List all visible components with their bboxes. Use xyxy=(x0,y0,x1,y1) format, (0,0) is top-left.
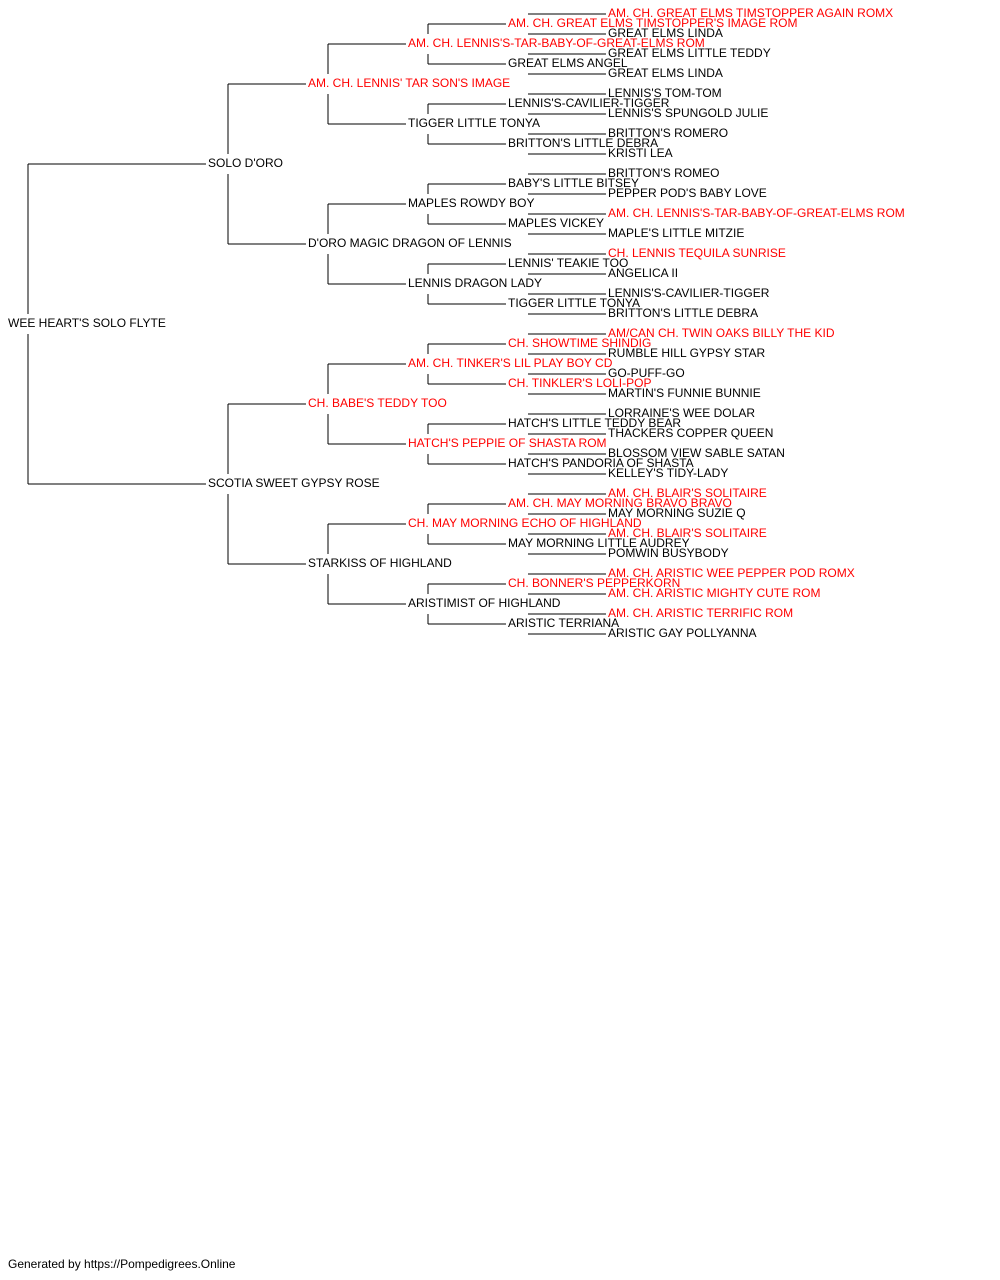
ancestor-name: PEPPER POD'S BABY LOVE xyxy=(608,186,767,200)
ancestor-name: LORRAINE'S WEE DOLAR xyxy=(608,406,755,420)
footer-credit: Generated by https://Pompedigrees.Online xyxy=(8,1257,236,1271)
ancestor-name: AM. CH. BLAIR'S SOLITAIRE xyxy=(608,526,767,540)
ancestor-name: KRISTI LEA xyxy=(608,146,673,160)
ancestor-name: BRITTON'S ROMEO xyxy=(608,166,719,180)
ancestor-name: TIGGER LITTLE TONYA xyxy=(408,116,540,130)
ancestor-name: STARKISS OF HIGHLAND xyxy=(308,556,452,570)
connector-lines xyxy=(27,13,606,635)
ancestor-name: AM. CH. ARISTIC WEE PEPPER POD ROMX xyxy=(608,566,855,580)
ancestor-name: LENNIS' TEAKIE TOO xyxy=(508,256,628,270)
ancestor-name: BRITTON'S LITTLE DEBRA xyxy=(608,306,758,320)
ancestor-name: BRITTON'S ROMERO xyxy=(608,126,728,140)
ancestor-name: AM. CH. ARISTIC TERRIFIC ROM xyxy=(608,606,793,620)
ancestor-name: BRITTON'S LITTLE DEBRA xyxy=(508,136,658,150)
ancestor-name: CH. SHOWTIME SHINDIG xyxy=(508,336,651,350)
ancestor-name: LENNIS'S SPUNGOLD JULIE xyxy=(608,106,768,120)
ancestor-name: WEE HEART'S SOLO FLYTE xyxy=(8,316,166,330)
ancestor-name: THACKERS COPPER QUEEN xyxy=(608,426,773,440)
ancestor-name: ARISTIC GAY POLLYANNA xyxy=(608,626,757,640)
ancestor-name: AM. CH. MAY MORNING BRAVO BRAVO xyxy=(508,496,732,510)
ancestor-name: AM. CH. TINKER'S LIL PLAY BOY CD xyxy=(408,356,613,370)
ancestor-name: ANGELICA II xyxy=(608,266,678,280)
ancestor-name: LENNIS'S-CAVILIER-TIGGER xyxy=(508,96,670,110)
ancestor-name: AM. CH. LENNIS'S-TAR-BABY-OF-GREAT-ELMS … xyxy=(608,206,905,220)
ancestor-name: AM. CH. ARISTIC MIGHTY CUTE ROM xyxy=(608,586,820,600)
ancestor-name: AM. CH. BLAIR'S SOLITAIRE xyxy=(608,486,767,500)
ancestor-name: BLOSSOM VIEW SABLE SATAN xyxy=(608,446,785,460)
ancestor-name: HATCH'S PANDORIA OF SHASTA xyxy=(508,456,694,470)
ancestor-name: GO-PUFF-GO xyxy=(608,366,685,380)
ancestor-name: GREAT ELMS LINDA xyxy=(608,26,723,40)
ancestor-name: TIGGER LITTLE TONYA xyxy=(508,296,640,310)
ancestor-name: MAPLE'S LITTLE MITZIE xyxy=(608,226,744,240)
ancestor-name: LENNIS'S TOM-TOM xyxy=(608,86,722,100)
ancestor-labels: AM. CH. GREAT ELMS TIMSTOPPER AGAIN ROMX… xyxy=(8,6,905,640)
ancestor-name: CH. BABE'S TEDDY TOO xyxy=(308,396,447,410)
ancestor-name: ARISTIMIST OF HIGHLAND xyxy=(408,596,561,610)
ancestor-name: KELLEY'S TIDY-LADY xyxy=(608,466,728,480)
ancestor-name: BABY'S LITTLE BITSEY xyxy=(508,176,639,190)
ancestor-name: HATCH'S LITTLE TEDDY BEAR xyxy=(508,416,681,430)
ancestor-name: AM. CH. LENNIS'S-TAR-BABY-OF-GREAT-ELMS … xyxy=(408,36,705,50)
ancestor-name: GREAT ELMS LITTLE TEDDY xyxy=(608,46,771,60)
ancestor-name: LENNIS'S-CAVILIER-TIGGER xyxy=(608,286,770,300)
ancestor-name: D'ORO MAGIC DRAGON OF LENNIS xyxy=(308,236,512,250)
ancestor-name: POMWIN BUSYBODY xyxy=(608,546,729,560)
ancestor-name: CH. BONNER'S PEPPERKORN xyxy=(508,576,680,590)
ancestor-name: CH. TINKLER'S LOLI-POP xyxy=(508,376,651,390)
ancestor-name: MAPLES VICKEY xyxy=(508,216,604,230)
ancestor-name: AM. CH. GREAT ELMS TIMSTOPPER'S IMAGE RO… xyxy=(508,16,797,30)
ancestor-name: HATCH'S PEPPIE OF SHASTA ROM xyxy=(408,436,607,450)
ancestor-name: SCOTIA SWEET GYPSY ROSE xyxy=(208,476,380,490)
ancestor-name: CH. MAY MORNING ECHO OF HIGHLAND xyxy=(408,516,642,530)
ancestor-name: MAPLES ROWDY BOY xyxy=(408,196,534,210)
ancestor-name: MAY MORNING LITTLE AUDREY xyxy=(508,536,690,550)
ancestor-name: LENNIS DRAGON LADY xyxy=(408,276,542,290)
ancestor-name: RUMBLE HILL GYPSY STAR xyxy=(608,346,765,360)
ancestor-name: ARISTIC TERRIANA xyxy=(508,616,619,630)
ancestor-name: AM. CH. GREAT ELMS TIMSTOPPER AGAIN ROMX xyxy=(608,6,893,20)
ancestor-name: CH. LENNIS TEQUILA SUNRISE xyxy=(608,246,786,260)
ancestor-name: AM/CAN CH. TWIN OAKS BILLY THE KID xyxy=(608,326,835,340)
ancestor-name: AM. CH. LENNIS' TAR SON'S IMAGE xyxy=(308,76,510,90)
ancestor-name: MAY MORNING SUZIE Q xyxy=(608,506,746,520)
ancestor-name: GREAT ELMS LINDA xyxy=(608,66,723,80)
ancestor-name: GREAT ELMS ANGEL xyxy=(508,56,628,70)
ancestor-name: MARTIN'S FUNNIE BUNNIE xyxy=(608,386,761,400)
ancestor-name: SOLO D'ORO xyxy=(208,156,283,170)
